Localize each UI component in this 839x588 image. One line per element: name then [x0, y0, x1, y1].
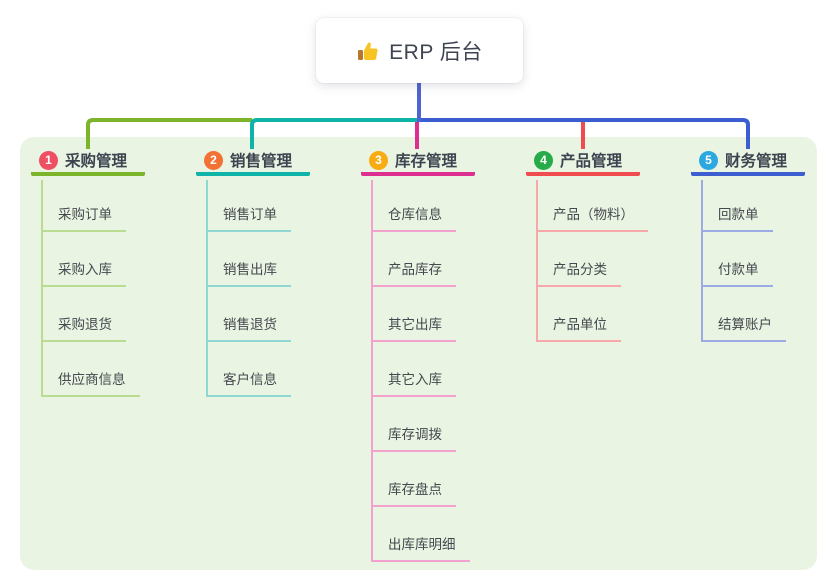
child-node-label: 产品库存 — [371, 258, 456, 287]
child-node-label: 客户信息 — [206, 368, 291, 397]
child-node[interactable]: 付款单 — [701, 258, 773, 287]
child-node[interactable]: 产品分类 — [536, 258, 621, 287]
child-node-label: 销售订单 — [206, 203, 291, 232]
child-node-label: 出库库明细 — [371, 533, 470, 562]
child-node-label: 采购订单 — [41, 203, 126, 232]
child-node-label: 采购退货 — [41, 313, 126, 342]
child-node-label: 产品分类 — [536, 258, 621, 287]
child-node-label: 供应商信息 — [41, 368, 140, 397]
child-node[interactable]: 销售订单 — [206, 203, 291, 232]
branch-number-badge: 5 — [699, 150, 718, 170]
branch-child-connector — [701, 180, 703, 342]
root-title: ERP 后台 — [389, 40, 483, 64]
branch-label: 销售管理 — [230, 153, 293, 170]
child-node-label: 产品（物料） — [536, 203, 648, 232]
child-node[interactable]: 其它出库 — [371, 313, 456, 342]
child-node[interactable]: 产品库存 — [371, 258, 456, 287]
child-node[interactable]: 采购入库 — [41, 258, 126, 287]
branch-node-product[interactable]: 4 产品管理 — [526, 148, 640, 176]
child-node-label: 产品单位 — [536, 313, 621, 342]
branch-node-inventory[interactable]: 3 库存管理 — [361, 148, 475, 176]
child-node[interactable]: 采购退货 — [41, 313, 126, 342]
branch-child-connector — [536, 180, 538, 342]
branches-panel — [20, 137, 817, 570]
branch-label: 财务管理 — [725, 153, 788, 170]
child-node[interactable]: 仓库信息 — [371, 203, 456, 232]
child-node[interactable]: 客户信息 — [206, 368, 291, 397]
child-node[interactable]: 采购订单 — [41, 203, 126, 232]
child-node[interactable]: 供应商信息 — [41, 368, 140, 397]
branch-child-connector — [206, 180, 208, 397]
child-node[interactable]: 产品（物料） — [536, 203, 648, 232]
child-node[interactable]: 其它入库 — [371, 368, 456, 397]
branch-child-connector — [41, 180, 43, 397]
root-node[interactable]: ERP 后台 — [316, 18, 523, 83]
thumbs-up-icon — [356, 39, 380, 63]
branch-label: 库存管理 — [395, 153, 458, 170]
branch-node-purchase[interactable]: 1 采购管理 — [31, 148, 145, 176]
child-node-label: 销售出库 — [206, 258, 291, 287]
child-node-label: 仓库信息 — [371, 203, 456, 232]
child-node[interactable]: 库存调拨 — [371, 423, 456, 452]
child-node[interactable]: 库存盘点 — [371, 478, 456, 507]
branch-label: 产品管理 — [560, 153, 623, 170]
branch-label: 采购管理 — [65, 153, 128, 170]
child-node-label: 回款单 — [701, 203, 773, 232]
child-node[interactable]: 销售退货 — [206, 313, 291, 342]
child-node[interactable]: 销售出库 — [206, 258, 291, 287]
branch-node-sales[interactable]: 2 销售管理 — [196, 148, 310, 176]
branch-number-badge: 1 — [39, 150, 58, 170]
child-node-label: 库存盘点 — [371, 478, 456, 507]
child-node[interactable]: 出库库明细 — [371, 533, 470, 562]
child-node[interactable]: 回款单 — [701, 203, 773, 232]
child-node[interactable]: 结算账户 — [701, 313, 786, 342]
child-node-label: 结算账户 — [701, 313, 786, 342]
branch-number-badge: 3 — [369, 150, 388, 170]
child-node-label: 其它出库 — [371, 313, 456, 342]
child-node-label: 其它入库 — [371, 368, 456, 397]
child-node-label: 付款单 — [701, 258, 773, 287]
branch-child-connector — [371, 180, 373, 562]
branch-number-badge: 2 — [204, 150, 223, 170]
child-node-label: 库存调拨 — [371, 423, 456, 452]
branch-node-finance[interactable]: 5 财务管理 — [691, 148, 805, 176]
child-node[interactable]: 产品单位 — [536, 313, 621, 342]
child-node-label: 销售退货 — [206, 313, 291, 342]
branch-number-badge: 4 — [534, 150, 553, 170]
child-node-label: 采购入库 — [41, 258, 126, 287]
